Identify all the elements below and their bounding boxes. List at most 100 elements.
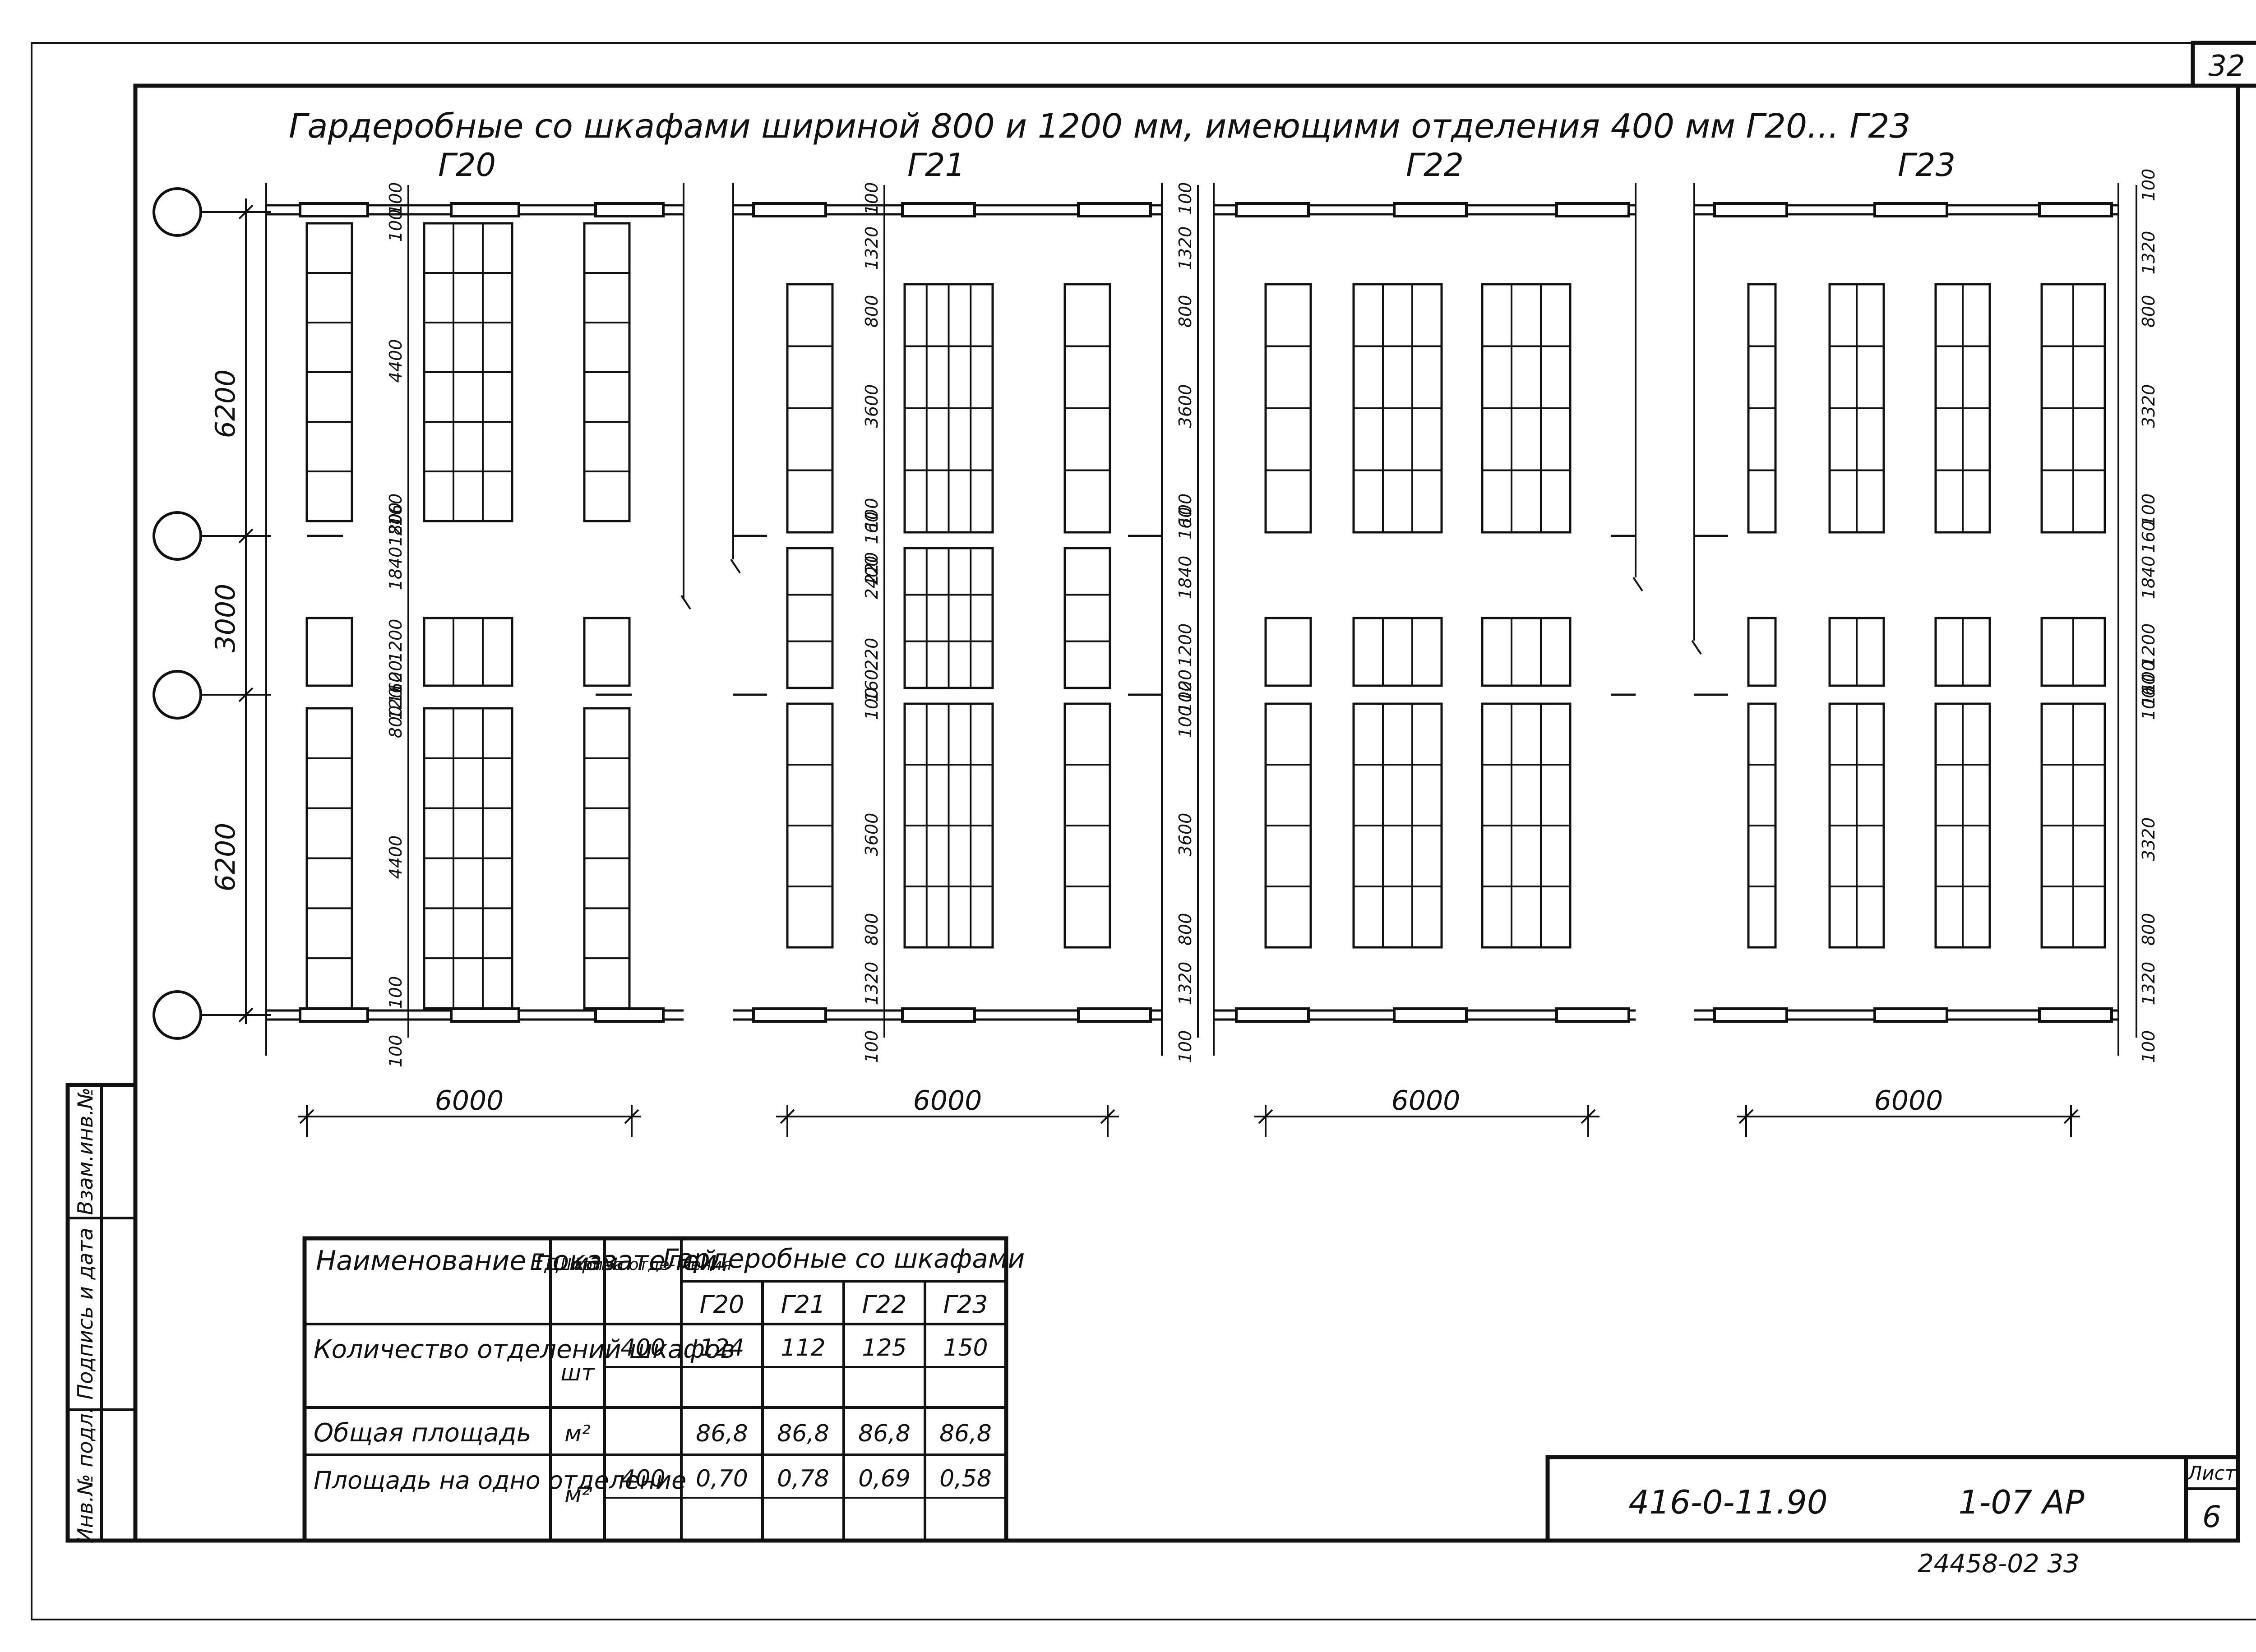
- g22-inner-dim: 1320: [1175, 962, 1195, 1006]
- cabinet: [903, 283, 994, 534]
- g20-inner-dim: 800: [386, 706, 406, 738]
- cabinet: [1264, 702, 1312, 949]
- sheet-number-box: [2191, 41, 2256, 88]
- plan-g23: 1001320800332010016018401200100160100332…: [1691, 169, 2159, 1063]
- g23-right-dim: 800: [2139, 295, 2159, 328]
- g21-inner-dim: 100: [862, 182, 882, 215]
- sheet-number: 32: [2208, 50, 2245, 83]
- g21-inner-dim: 800: [862, 295, 882, 328]
- g21-inner-dim: 3600: [862, 384, 882, 428]
- g21-inner-dim: 220: [862, 552, 882, 585]
- g23-right-dim: 1200: [2139, 623, 2159, 667]
- table-header-width: Ширина отде- ления: [554, 1255, 731, 1274]
- cabinet: [786, 283, 834, 534]
- g23-right-dim: 3320: [2139, 817, 2159, 861]
- g23-right-dim: 100: [2139, 660, 2159, 693]
- cabinet: [305, 707, 353, 1010]
- g22-inner-dim: 120: [1175, 669, 1195, 702]
- row1-g23: 150: [943, 1334, 988, 1361]
- cabinet: [786, 547, 834, 689]
- row1-name: Количество отделений шкафов: [314, 1335, 735, 1364]
- g23-right-dim: 1320: [2139, 962, 2159, 1006]
- g21-inner-dim: 100: [862, 1030, 882, 1063]
- g22-inner-dim: 1320: [1175, 226, 1195, 270]
- cabinet: [903, 702, 994, 949]
- cabinet: [1828, 702, 1885, 949]
- row3-width: 400: [620, 1465, 665, 1492]
- g21-inner-dim: 800: [862, 913, 882, 946]
- row2-name: Общая площадь: [314, 1418, 532, 1448]
- cabinet: [423, 222, 513, 522]
- plan-label-g21: Г21: [907, 147, 965, 184]
- cabinet: [1481, 283, 1572, 534]
- g20-inner-dim: 4400: [386, 835, 406, 879]
- row2-g20: 86,8: [696, 1420, 748, 1447]
- dim-6200-top: 6200: [210, 369, 241, 438]
- sheet-value: 6: [2202, 1500, 2221, 1534]
- g20-inner-dim: 160: [386, 672, 406, 705]
- g21-inner-dim: 160: [862, 669, 882, 702]
- g21-inner-dim: 2400: [862, 556, 882, 600]
- cabinet: [1063, 283, 1111, 534]
- trim-border: [31, 42, 2256, 1620]
- cabinet: [1934, 617, 1991, 687]
- row2-g22: 86,8: [858, 1420, 911, 1447]
- g21-inner-dim: 1320: [862, 226, 882, 270]
- axis-circle-4: [153, 990, 202, 1040]
- g20-inner-dim: 120: [386, 660, 406, 693]
- g22-inner-dim: 100: [1175, 681, 1195, 714]
- g20-inner-dim: 800: [386, 503, 406, 535]
- cabinet: [1481, 617, 1572, 687]
- g21-inner-dim: 1320: [862, 962, 882, 1006]
- plans-layer: 1001004400160800120184012001201601208004…: [265, 169, 2159, 1067]
- g22-inner-dim: 1840: [1175, 556, 1195, 600]
- row3-g23: 0,58: [939, 1465, 992, 1492]
- axis-circle-3: [153, 670, 202, 720]
- width-dim-g21: 6000: [913, 1085, 982, 1117]
- g21-inner-dim: 100: [862, 688, 882, 720]
- grid-axis-markers: [153, 187, 271, 1040]
- cabinet: [423, 707, 513, 1010]
- cabinet: [583, 222, 631, 522]
- table-col-g21: Г21: [781, 1290, 826, 1319]
- dim-3000: 3000: [210, 584, 241, 653]
- g20-inner-dim: 100: [386, 182, 406, 215]
- stamp-replacement: Взам.инв.№: [73, 1087, 97, 1215]
- g23-right-dim: 100: [2139, 494, 2159, 526]
- plan-g20: 1001004400160800120184012001201601208004…: [265, 182, 691, 1067]
- cabinet: [903, 547, 994, 689]
- cabinet: [1934, 702, 1991, 949]
- row1-unit: шт: [561, 1360, 596, 1386]
- g21-inner-dim: 160: [862, 512, 882, 545]
- plan-label-g22: Г22: [1406, 147, 1464, 184]
- g22-inner-dim: 1200: [1175, 623, 1195, 667]
- cabinet: [583, 617, 631, 687]
- g22-inner-dim: 800: [1175, 295, 1195, 328]
- g22-inner-dim: 160: [1175, 507, 1195, 540]
- row1-g20: 124: [699, 1334, 744, 1361]
- drawing-frame: [133, 83, 2240, 1543]
- cabinet: [305, 617, 353, 687]
- axis-circle-2: [153, 511, 202, 561]
- row3-g22: 0,69: [858, 1465, 911, 1492]
- sheet-label: Лист: [2187, 1462, 2237, 1484]
- g23-right-dim: 160: [2139, 674, 2159, 707]
- cabinet: [1747, 617, 1777, 687]
- g23-right-dim: 800: [2139, 913, 2159, 946]
- table-col-g20: Г20: [700, 1290, 744, 1319]
- g20-inner-dim: 100: [386, 209, 406, 242]
- table-header-group: Гардеробные со шкафами: [663, 1243, 1025, 1274]
- cabinet: [2040, 617, 2106, 687]
- row2-unit: м²: [564, 1421, 591, 1447]
- cabinet: [305, 222, 353, 522]
- plan-label-g20: Г20: [438, 147, 496, 184]
- row3-name: Площадь на одно отделение: [314, 1466, 686, 1495]
- dim-6200-bottom: 6200: [210, 823, 241, 892]
- row1-g22: 125: [862, 1334, 906, 1361]
- cabinet: [2040, 283, 2106, 534]
- cabinet: [1264, 283, 1312, 534]
- row3-g20: 0,70: [696, 1465, 748, 1492]
- row3-unit: м²: [564, 1481, 591, 1508]
- g20-inner-dim: 1840: [386, 547, 406, 591]
- g22-inner-dim: 100: [1175, 706, 1195, 738]
